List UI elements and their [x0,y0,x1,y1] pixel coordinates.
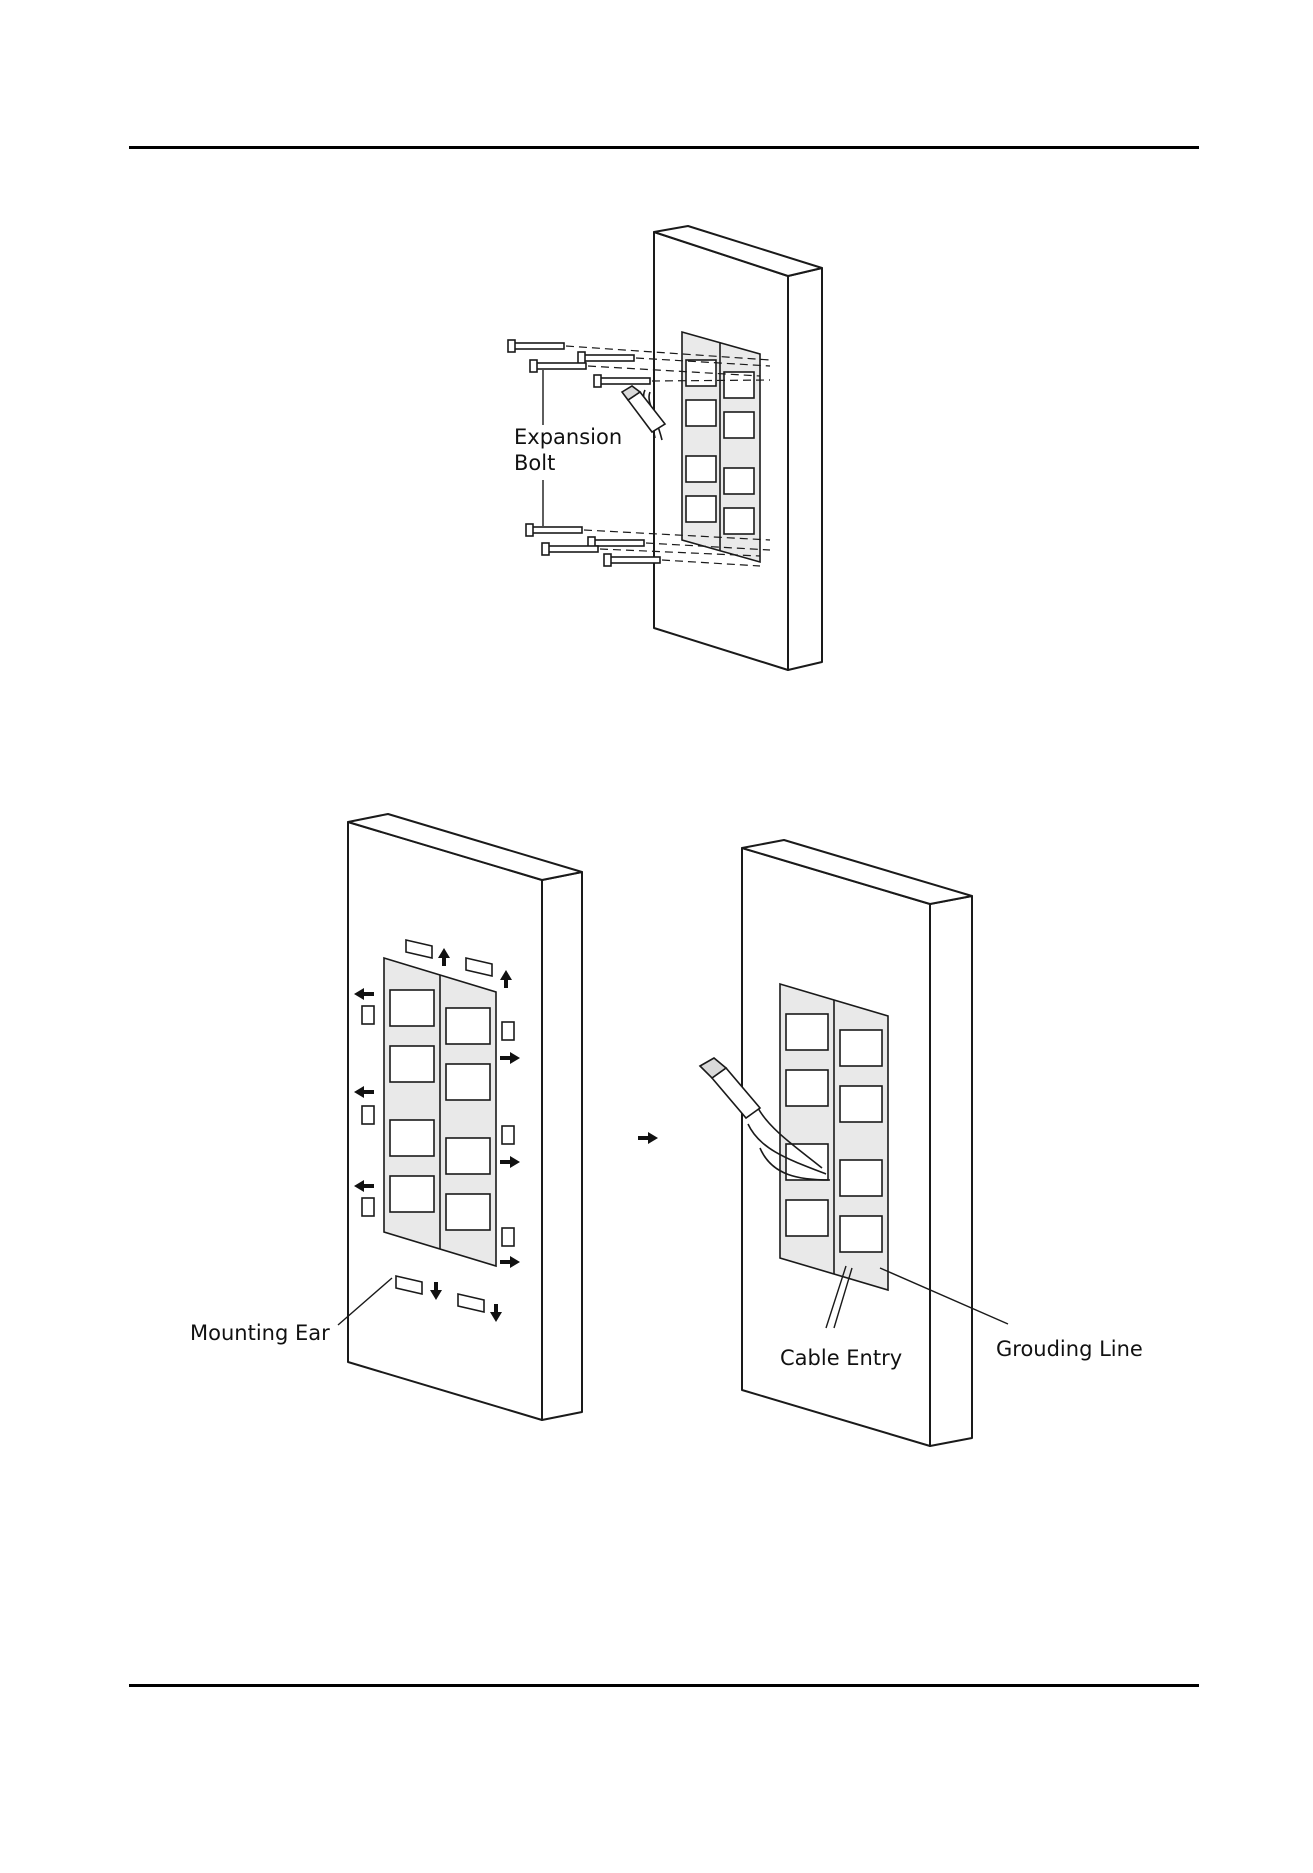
cable-entry-label: Cable Entry [780,1345,902,1371]
gang-box-right [780,984,888,1290]
footer-rule [129,1684,1199,1687]
gang-box-left [384,958,496,1266]
grounding-line-label: Grouding Line [996,1336,1143,1362]
mounting-ear-label: Mounting Ear [190,1320,330,1346]
right-arrow-icon [638,1132,658,1144]
